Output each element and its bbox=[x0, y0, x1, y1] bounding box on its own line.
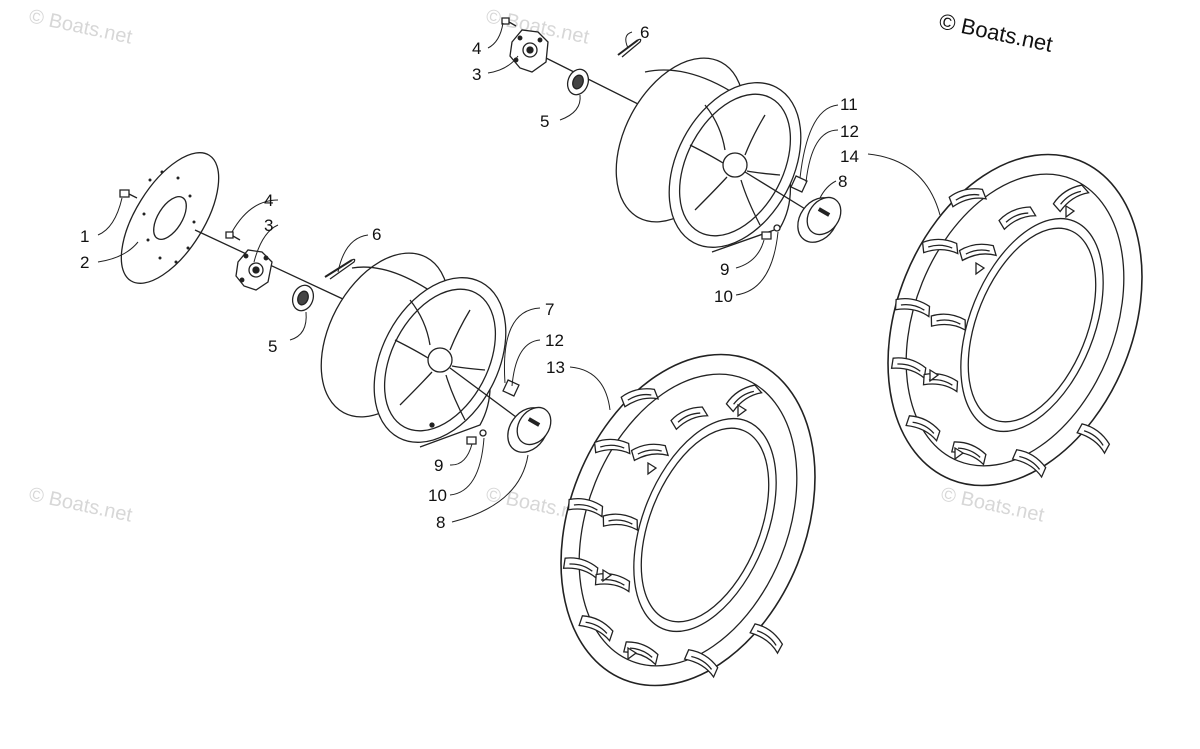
center-cap-left bbox=[499, 400, 557, 460]
callout-3-left: 3 bbox=[264, 216, 273, 235]
wheel-hub-right bbox=[510, 30, 548, 72]
watermark-bottom-left: © Boats.net bbox=[27, 483, 135, 526]
callout-8-left: 8 bbox=[436, 513, 445, 532]
disc-bolt bbox=[120, 190, 137, 198]
callout-2: 2 bbox=[80, 253, 89, 272]
axis-line-right-rim bbox=[744, 171, 816, 216]
brake-disc bbox=[102, 137, 238, 299]
callout-11: 11 bbox=[840, 95, 858, 114]
callout-1: 1 bbox=[80, 227, 89, 246]
cotter-pin-right bbox=[618, 39, 641, 57]
callout-5-left: 5 bbox=[268, 337, 277, 356]
lug-nut-right bbox=[791, 176, 807, 192]
callout-3-right: 3 bbox=[472, 65, 481, 84]
callout-6-right: 6 bbox=[640, 23, 649, 42]
wheel-hub-left bbox=[236, 250, 272, 290]
callout-12-left: 12 bbox=[545, 331, 564, 350]
callout-6-left: 6 bbox=[372, 225, 381, 244]
callout-13: 13 bbox=[546, 358, 565, 377]
callout-5-right: 5 bbox=[540, 112, 549, 131]
valve-stem-right bbox=[762, 225, 780, 239]
cotter-pin-left bbox=[325, 259, 355, 279]
callout-9-left: 9 bbox=[434, 456, 443, 475]
leader-lines bbox=[97, 22, 941, 523]
watermark-top-left: © Boats.net bbox=[27, 5, 135, 48]
watermarks: © Boats.net © Boats.net © Boats.net © Bo… bbox=[27, 5, 1047, 526]
tire-rear bbox=[841, 116, 1189, 523]
wheel-rim-left bbox=[295, 231, 532, 464]
copyright-text: © Boats.net bbox=[937, 8, 1055, 56]
lug-nut-left bbox=[503, 380, 519, 396]
castle-nut-right bbox=[564, 66, 592, 97]
wheel-rim-right bbox=[590, 36, 827, 269]
callout-4-right: 4 bbox=[472, 39, 481, 58]
hub-stud-right bbox=[502, 18, 516, 26]
watermark-bottom-right: © Boats.net bbox=[939, 483, 1047, 526]
callout-12-right: 12 bbox=[840, 122, 859, 141]
callout-10-right: 10 bbox=[714, 287, 733, 306]
hub-stud-left bbox=[226, 232, 240, 240]
callout-4-left: 4 bbox=[264, 191, 273, 210]
callout-7: 7 bbox=[545, 300, 554, 319]
callout-9-right: 9 bbox=[720, 260, 729, 279]
tire-front bbox=[514, 316, 862, 723]
callout-10-left: 10 bbox=[428, 486, 447, 505]
callout-numbers: 1 2 4 3 5 6 7 12 13 9 10 8 4 3 5 6 11 12… bbox=[80, 23, 859, 532]
axis-line-left-rim bbox=[449, 367, 521, 421]
callout-8-right: 8 bbox=[838, 172, 847, 191]
castle-nut-left bbox=[289, 282, 317, 313]
callout-14: 14 bbox=[840, 147, 859, 166]
center-cap-right bbox=[789, 190, 847, 250]
valve-stem-left bbox=[467, 430, 486, 444]
